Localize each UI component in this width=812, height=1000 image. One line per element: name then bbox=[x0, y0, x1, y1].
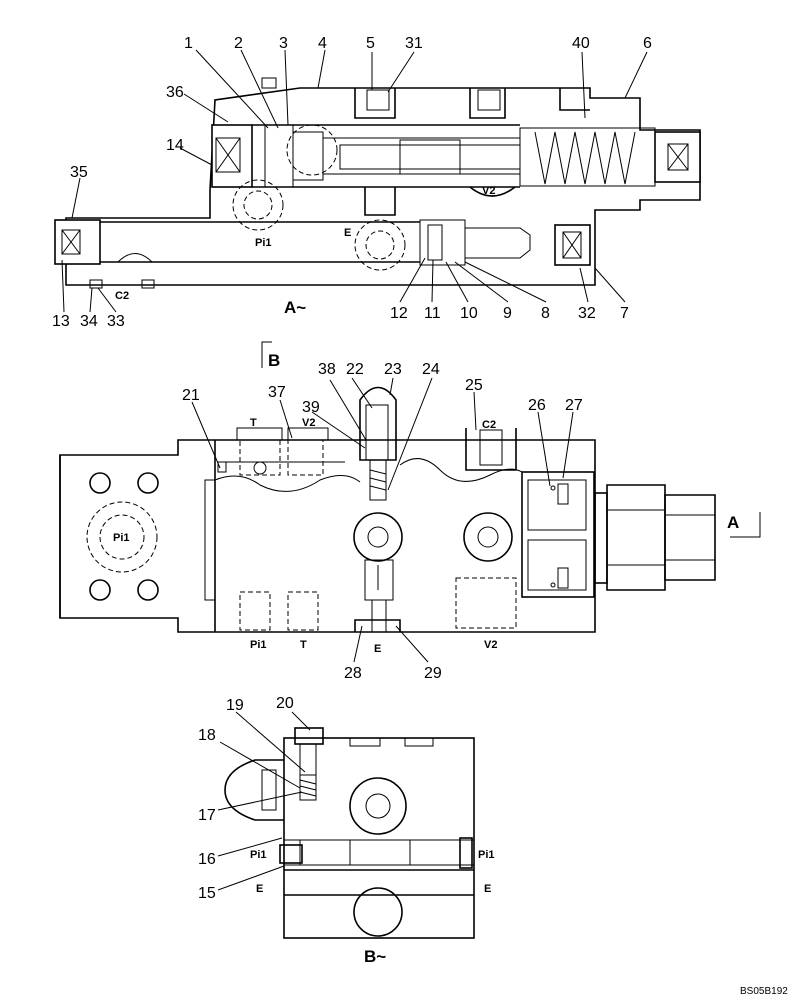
port-label: V2 bbox=[302, 417, 315, 429]
part-number: 16 bbox=[198, 851, 216, 868]
part-number: 20 bbox=[276, 695, 294, 712]
view-b-leaders bbox=[217, 711, 311, 891]
part-number: 8 bbox=[541, 305, 550, 322]
view-b-port-labels: Pi1 E Pi1 E bbox=[250, 849, 495, 895]
port-label: Pi1 bbox=[113, 532, 130, 544]
svg-text:A: A bbox=[727, 513, 739, 532]
part-number: 13 bbox=[52, 313, 70, 330]
part-number: 31 bbox=[405, 35, 423, 52]
part-number: 2 bbox=[234, 35, 243, 52]
section-marker-b: B bbox=[261, 341, 280, 370]
port-label: E bbox=[484, 883, 491, 895]
part-number: 21 bbox=[182, 387, 200, 404]
view-label: B~ bbox=[364, 947, 386, 966]
part-number: 22 bbox=[346, 361, 364, 378]
port-label: Pi1 bbox=[478, 849, 495, 861]
port-label: E bbox=[344, 227, 351, 239]
part-number: 40 bbox=[572, 35, 590, 52]
part-number: 6 bbox=[643, 35, 652, 52]
part-number: 32 bbox=[578, 305, 596, 322]
part-number: 23 bbox=[384, 361, 402, 378]
port-label: Pi1 bbox=[250, 639, 267, 651]
view-a-port-labels: Pi1 E V2 C2 bbox=[115, 185, 495, 302]
part-number: 19 bbox=[226, 697, 244, 714]
part-number: 3 bbox=[279, 35, 288, 52]
part-number: 5 bbox=[366, 35, 375, 52]
part-number: 39 bbox=[302, 399, 320, 416]
port-label: Pi1 bbox=[250, 849, 267, 861]
view-a-section bbox=[54, 77, 701, 289]
part-number: 35 bbox=[70, 164, 88, 181]
part-number: 24 bbox=[422, 361, 440, 378]
port-label: V2 bbox=[484, 639, 497, 651]
part-number: 33 bbox=[107, 313, 125, 330]
part-number: 34 bbox=[80, 313, 98, 330]
reference-code: BS05B192 bbox=[740, 986, 788, 997]
port-label: T bbox=[250, 417, 257, 429]
middle-view bbox=[59, 386, 716, 633]
part-number: 7 bbox=[620, 305, 629, 322]
part-number: 4 bbox=[318, 35, 327, 52]
part-number: 26 bbox=[528, 397, 546, 414]
section-marker-a: A bbox=[727, 512, 761, 538]
part-number: 9 bbox=[503, 305, 512, 322]
port-label: C2 bbox=[482, 419, 496, 431]
view-a-leaders bbox=[61, 49, 648, 313]
part-number: 1 bbox=[184, 35, 193, 52]
port-label: C2 bbox=[115, 290, 129, 302]
port-label: Pi1 bbox=[255, 237, 272, 249]
part-number: 38 bbox=[318, 361, 336, 378]
port-label: E bbox=[256, 883, 263, 895]
part-number: 15 bbox=[198, 885, 216, 902]
middle-view-leaders bbox=[191, 377, 574, 663]
part-number: 14 bbox=[166, 137, 184, 154]
middle-view-port-labels: T V2 C2 Pi1 Pi1 T E V2 bbox=[113, 417, 497, 655]
part-number: 11 bbox=[424, 305, 441, 322]
part-number: 37 bbox=[268, 384, 286, 401]
part-number: 12 bbox=[390, 305, 408, 322]
svg-text:B: B bbox=[268, 351, 280, 370]
view-label: A~ bbox=[284, 298, 306, 317]
port-label: E bbox=[374, 643, 381, 655]
part-number: 18 bbox=[198, 727, 216, 744]
view-b-part-numbers: 19 20 18 17 16 15 bbox=[198, 695, 294, 902]
part-number: 29 bbox=[424, 665, 442, 682]
port-label: V2 bbox=[482, 185, 495, 197]
part-number: 28 bbox=[344, 665, 362, 682]
part-number: 36 bbox=[166, 84, 184, 101]
view-a-part-numbers: 1 2 3 4 5 31 40 6 36 14 35 13 34 33 12 1… bbox=[52, 35, 652, 330]
part-number: 17 bbox=[198, 807, 216, 824]
view-b-section bbox=[224, 727, 475, 939]
port-label: T bbox=[300, 639, 307, 651]
part-number: 25 bbox=[465, 377, 483, 394]
middle-view-part-numbers: 21 37 38 22 23 24 25 26 27 39 28 29 bbox=[182, 361, 583, 682]
part-number: 27 bbox=[565, 397, 583, 414]
part-number: 10 bbox=[460, 305, 478, 322]
